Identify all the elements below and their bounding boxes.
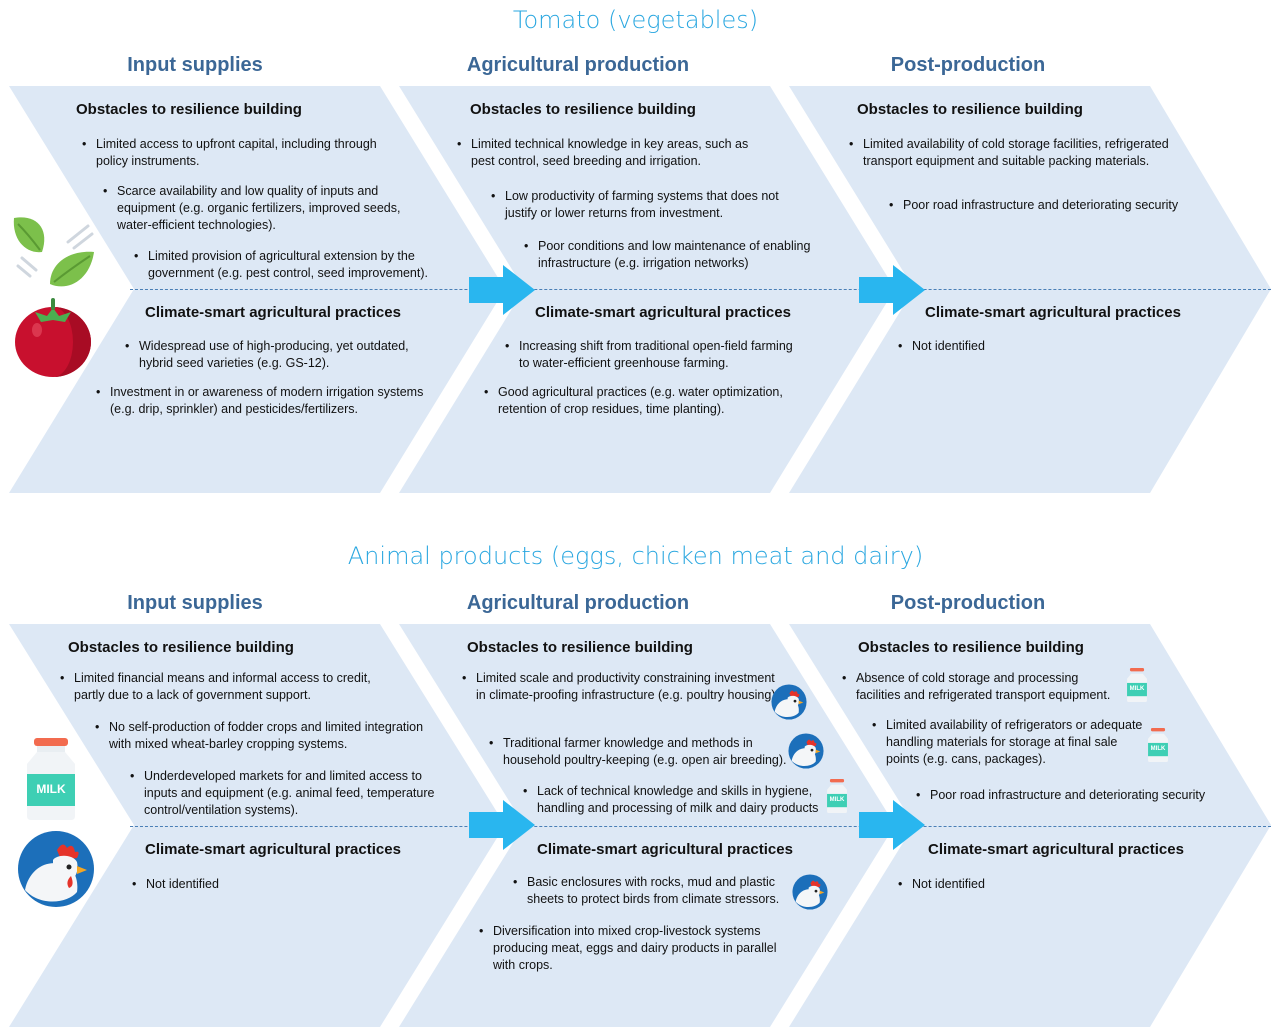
practices-heading: Climate-smart agricultural practices [928, 841, 1184, 858]
chicken-icon [792, 874, 828, 910]
tomato-icon [15, 298, 91, 377]
practices-heading: Climate-smart agricultural practices [145, 841, 401, 858]
practice-item: Not identified [132, 876, 332, 893]
obstacle-item: Limited access to upfront capital, inclu… [82, 136, 402, 170]
practices-heading: Climate-smart agricultural practices [145, 304, 401, 321]
obstacle-item: No self-production of fodder crops and l… [95, 719, 435, 753]
milk-label: MILK [829, 797, 845, 803]
practice-item: Investment in or awareness of modern irr… [96, 384, 426, 418]
chicken-icon [18, 831, 94, 907]
obstacle-item: Limited technical knowledge in key areas… [457, 136, 757, 170]
practice-item: Not identified [898, 876, 1098, 893]
practice-item: Basic enclosures with rocks, mud and pla… [513, 874, 793, 908]
practices-heading: Climate-smart agricultural practices [925, 304, 1181, 321]
stage-heading-post-production: Post-production [890, 592, 1046, 614]
practice-item: Widespread use of high-producing, yet ou… [125, 338, 435, 372]
leaves-icon [13, 217, 94, 287]
milk-bottle-icon: MILK [1126, 668, 1148, 702]
obstacle-item: Poor road infrastructure and deteriorati… [889, 197, 1209, 214]
stage-heading-post-production: Post-production [890, 54, 1046, 76]
practice-item: Diversification into mixed crop-livestoc… [479, 923, 799, 974]
obstacle-item: Traditional farmer knowledge and methods… [489, 735, 789, 769]
divider-line [130, 289, 1271, 290]
practices-heading: Climate-smart agricultural practices [535, 304, 791, 321]
obstacles-heading: Obstacles to resilience building [858, 639, 1084, 656]
chicken-icon [788, 733, 824, 769]
milk-label: MILK [1150, 746, 1166, 752]
obstacles-heading: Obstacles to resilience building [467, 639, 693, 656]
arrow-right-icon [469, 800, 535, 850]
obstacle-item: Poor road infrastructure and deteriorati… [916, 787, 1236, 804]
practice-item: Good agricultural practices (e.g. water … [484, 384, 804, 418]
milk-bottle-icon: MILK [1147, 728, 1169, 762]
obstacle-item: Low productivity of farming systems that… [491, 188, 781, 222]
obstacles-heading: Obstacles to resilience building [470, 101, 696, 118]
divider-line [130, 826, 1271, 827]
obstacle-item: Poor conditions and low maintenance of e… [524, 238, 824, 272]
obstacles-heading: Obstacles to resilience building [857, 101, 1083, 118]
section-title-tomato: Tomato (vegetables) [512, 6, 759, 34]
obstacle-item: Absence of cold storage and processing f… [842, 670, 1117, 704]
practice-item: Not identified [898, 338, 1098, 355]
milk-bottle-icon: MILK [25, 738, 77, 820]
chicken-icon [771, 684, 807, 720]
milk-bottle-icon: MILK [826, 779, 848, 813]
obstacle-item: Scarce availability and low quality of i… [103, 183, 423, 234]
stage-heading-input-supplies: Input supplies [127, 54, 263, 76]
section-title-animal-products: Animal products (eggs, chicken meat and … [347, 542, 924, 570]
obstacle-item: Limited provision of agricultural extens… [134, 248, 444, 282]
obstacles-heading: Obstacles to resilience building [68, 639, 294, 656]
obstacle-item: Lack of technical knowledge and skills i… [523, 783, 823, 817]
stage-heading-agricultural-production: Agricultural production [466, 592, 690, 614]
obstacle-item: Underdeveloped markets for and limited a… [130, 768, 440, 819]
obstacle-item: Limited availability of refrigerators or… [872, 717, 1147, 768]
stage-heading-agricultural-production: Agricultural production [466, 54, 690, 76]
milk-label: MILK [36, 782, 66, 796]
obstacle-item: Limited financial means and informal acc… [60, 670, 380, 704]
practices-heading: Climate-smart agricultural practices [537, 841, 793, 858]
obstacle-item: Limited availability of cold storage fac… [849, 136, 1189, 170]
stage-heading-input-supplies: Input supplies [127, 592, 263, 614]
arrow-right-icon [859, 265, 925, 315]
obstacles-heading: Obstacles to resilience building [76, 101, 302, 118]
arrow-right-icon [469, 265, 535, 315]
milk-label: MILK [1129, 686, 1145, 692]
arrow-right-icon [859, 800, 925, 850]
practice-item: Increasing shift from traditional open-f… [505, 338, 805, 372]
obstacle-item: Limited scale and productivity constrain… [462, 670, 787, 704]
